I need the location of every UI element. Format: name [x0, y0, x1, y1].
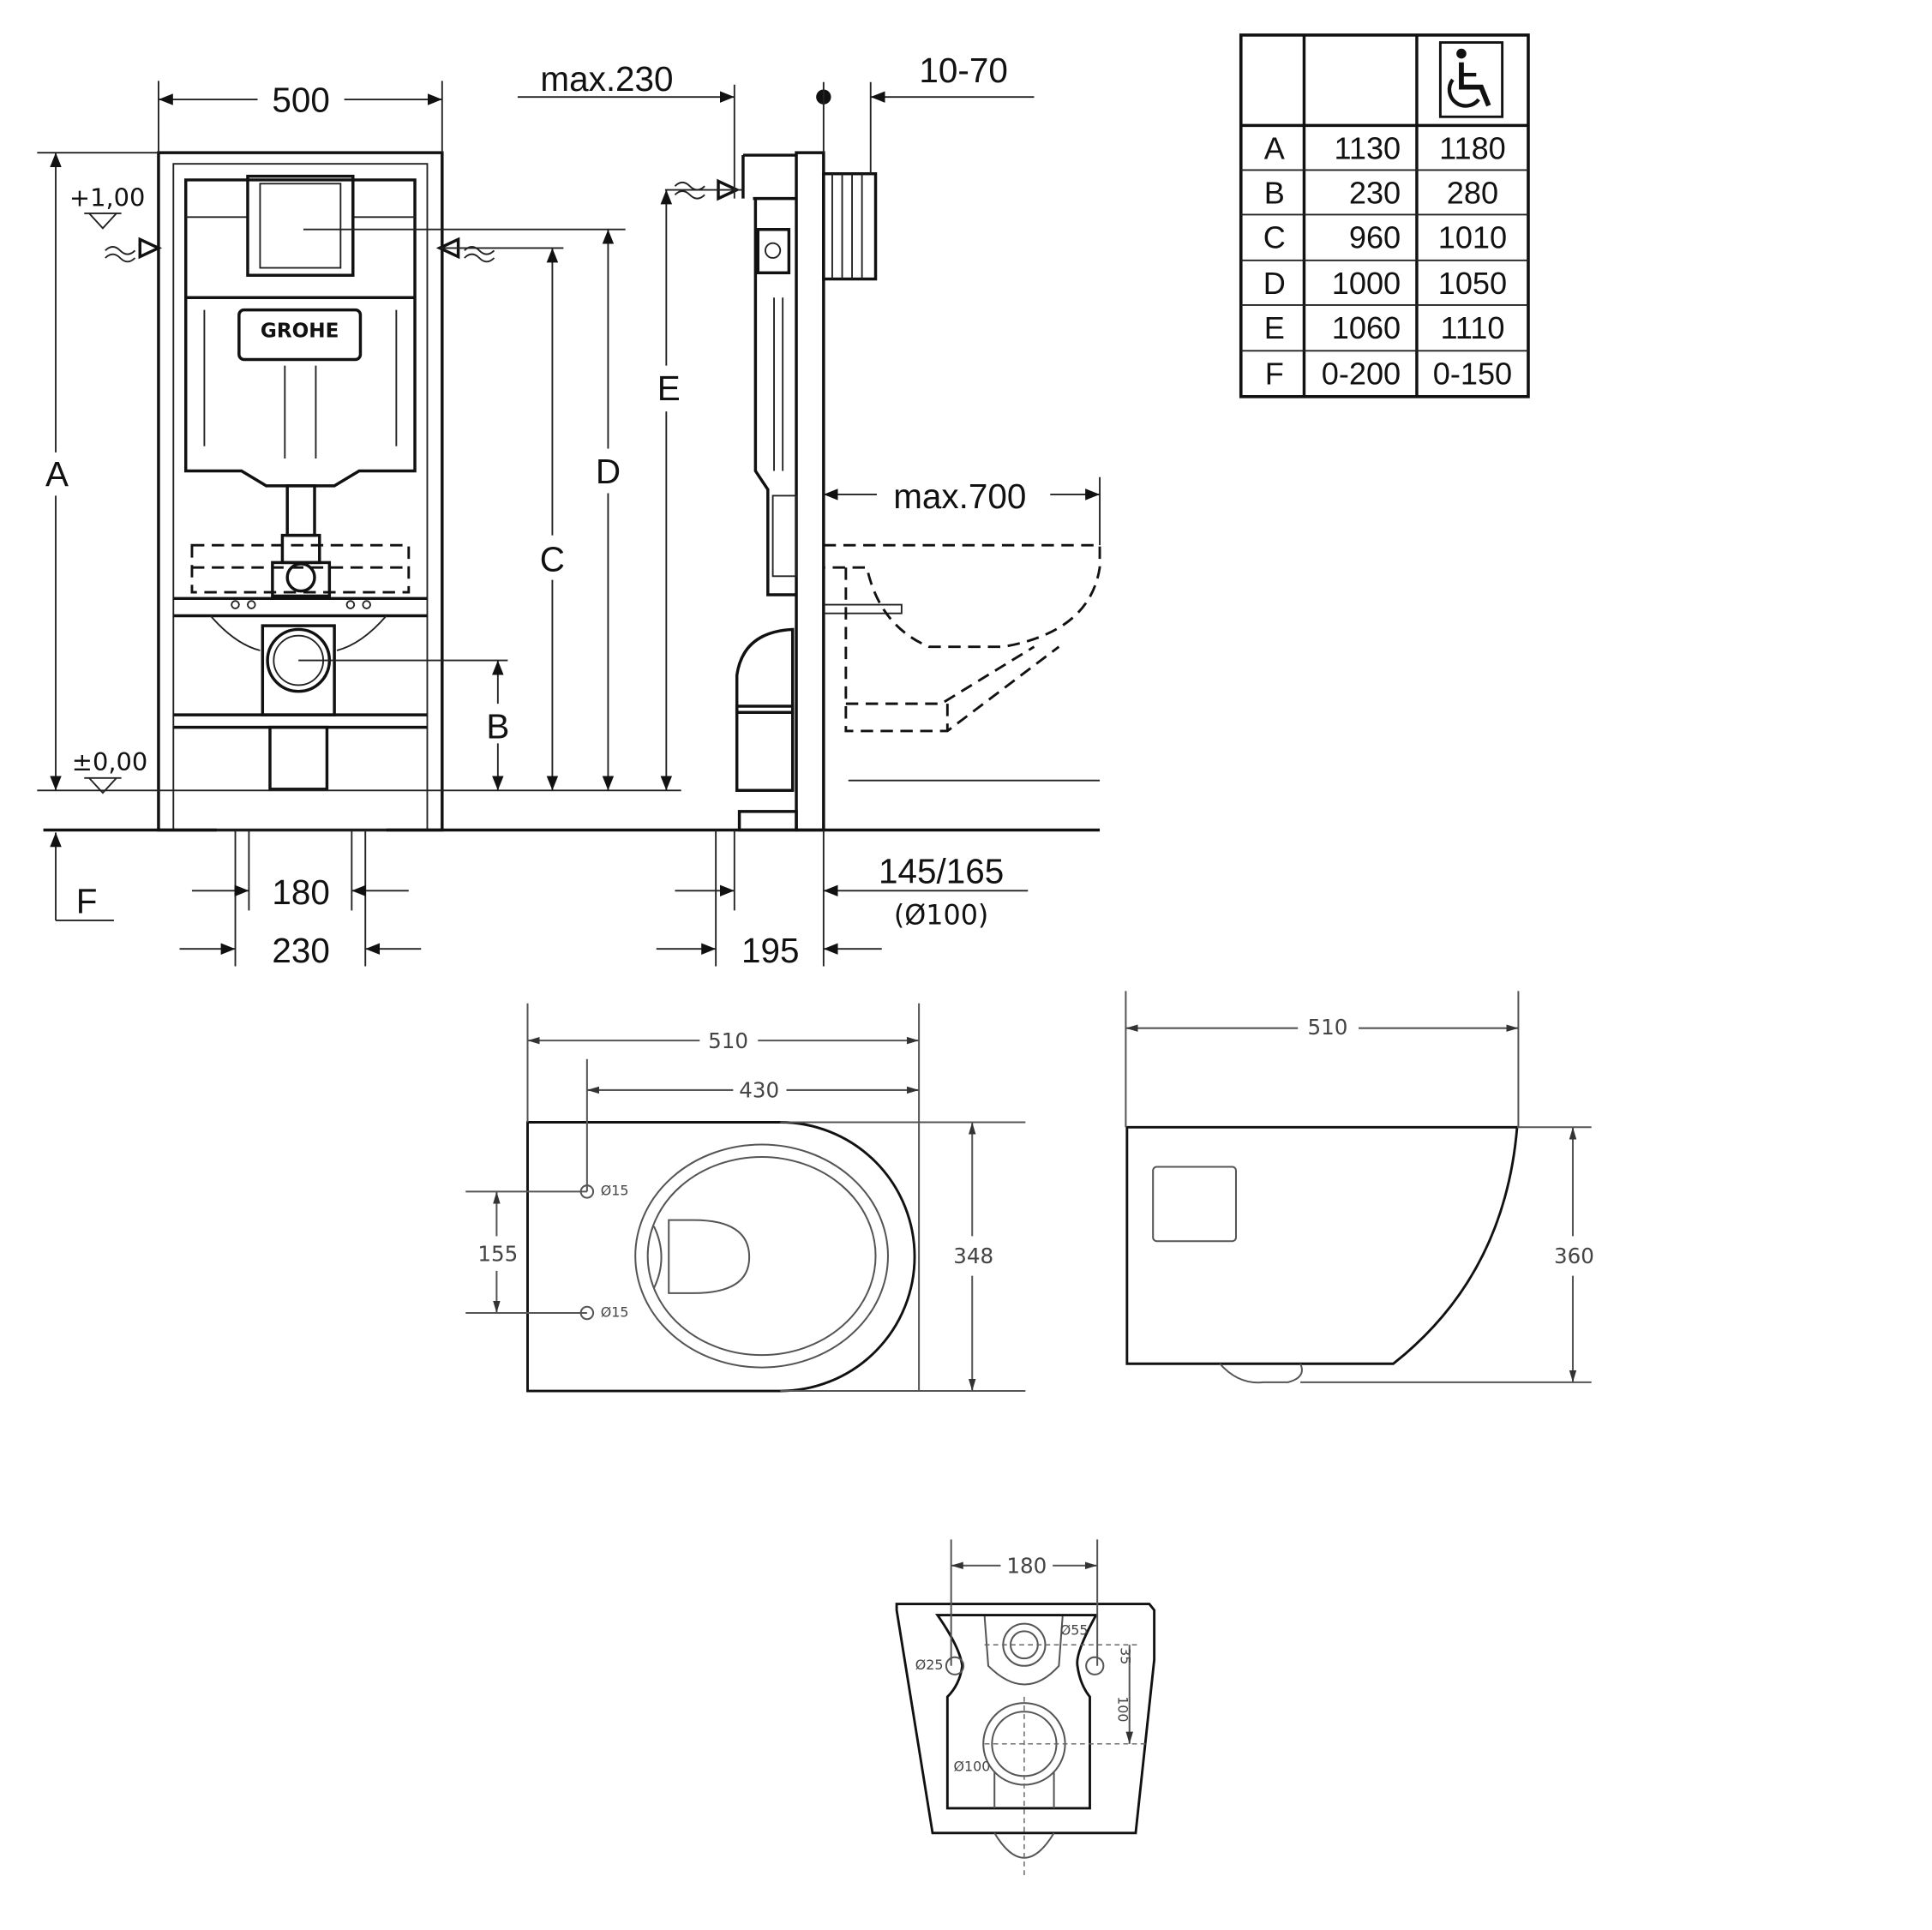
row-key: A	[1264, 130, 1286, 165]
bowl-back-view: 180 Ø55 Ø25 Ø100 35 100	[895, 1539, 1156, 1877]
dim-length-510: 510	[708, 1028, 748, 1053]
table-row: D 1000 1050	[1263, 266, 1507, 301]
label-d: D	[596, 452, 621, 491]
label-a: A	[45, 454, 69, 494]
row-standard: 1060	[1332, 310, 1401, 345]
dim-holes-430: 430	[739, 1078, 779, 1103]
frame-front-view: GROHE 500 +1,00	[37, 80, 1101, 970]
hole-label-1: Ø15	[601, 1183, 629, 1199]
dim-bolt-180: 180	[1006, 1553, 1047, 1578]
row-key: C	[1263, 219, 1286, 255]
row-key: D	[1263, 266, 1286, 301]
label-b: B	[486, 707, 509, 746]
row-standard: 1130	[1334, 130, 1401, 165]
row-accessible: 1010	[1438, 219, 1507, 255]
row-key: B	[1264, 175, 1285, 210]
dim-100: 100	[1115, 1696, 1131, 1722]
row-accessible: 1180	[1439, 130, 1506, 165]
dim-180: 180	[272, 872, 329, 912]
row-accessible: 1110	[1440, 310, 1504, 345]
row-standard: 230	[1349, 175, 1401, 210]
dim-width-348: 348	[953, 1244, 993, 1268]
dim-230: 230	[272, 931, 329, 970]
dim-height-360: 360	[1554, 1244, 1594, 1268]
level-zero: ±0,00	[72, 747, 148, 776]
table-row: A 1130 1180	[1264, 130, 1506, 165]
dim-195: 195	[741, 931, 799, 970]
level-top: +1,00	[69, 183, 146, 212]
row-standard: 0-200	[1322, 356, 1401, 391]
pipe-diameter-100: (Ø100)	[894, 900, 988, 931]
inlet-diameter-55: Ø55	[1060, 1622, 1089, 1639]
frame-side-view: max.230 10-70 E max.700 145/165 (Ø100) 1…	[517, 51, 1101, 970]
dim-10-70: 10-70	[919, 51, 1007, 90]
table-row: C 960 1010	[1263, 219, 1507, 255]
outlet-diameter-100: Ø100	[954, 1759, 991, 1775]
dim-35: 35	[1118, 1647, 1134, 1664]
table-row: E 1060 1110	[1264, 310, 1505, 345]
row-accessible: 0-150	[1433, 356, 1512, 391]
row-standard: 960	[1349, 219, 1401, 255]
bowl-top-view: Ø15 Ø15 510 430 155 348	[465, 1003, 1026, 1393]
table-row: B 230 280	[1264, 175, 1498, 210]
row-accessible: 280	[1447, 175, 1498, 210]
brand-logo: GROHE	[261, 320, 339, 342]
table-row: F 0-200 0-150	[1265, 356, 1512, 391]
row-accessible: 1050	[1438, 266, 1507, 301]
dim-length-510: 510	[1307, 1015, 1347, 1040]
dim-145-165: 145/165	[879, 852, 1004, 891]
dim-width-500: 500	[272, 80, 329, 119]
dim-max-700: max.700	[893, 477, 1026, 516]
label-e: E	[657, 369, 681, 408]
row-key: F	[1265, 356, 1284, 391]
row-standard: 1000	[1332, 266, 1401, 301]
wheelchair-accessible-icon	[1438, 41, 1504, 118]
dimensions-table: A 1130 1180 B 230 280 C 960 1010 D 1000 …	[1239, 33, 1530, 399]
dim-max-230: max.230	[540, 59, 673, 99]
row-key: E	[1264, 310, 1285, 345]
label-c: C	[540, 540, 565, 579]
bolt-diameter-25: Ø25	[915, 1657, 944, 1673]
dim-holes-155: 155	[477, 1241, 518, 1266]
hole-label-2: Ø15	[601, 1304, 629, 1320]
bowl-side-view: 510 360	[1125, 991, 1594, 1384]
label-f: F	[76, 881, 98, 920]
